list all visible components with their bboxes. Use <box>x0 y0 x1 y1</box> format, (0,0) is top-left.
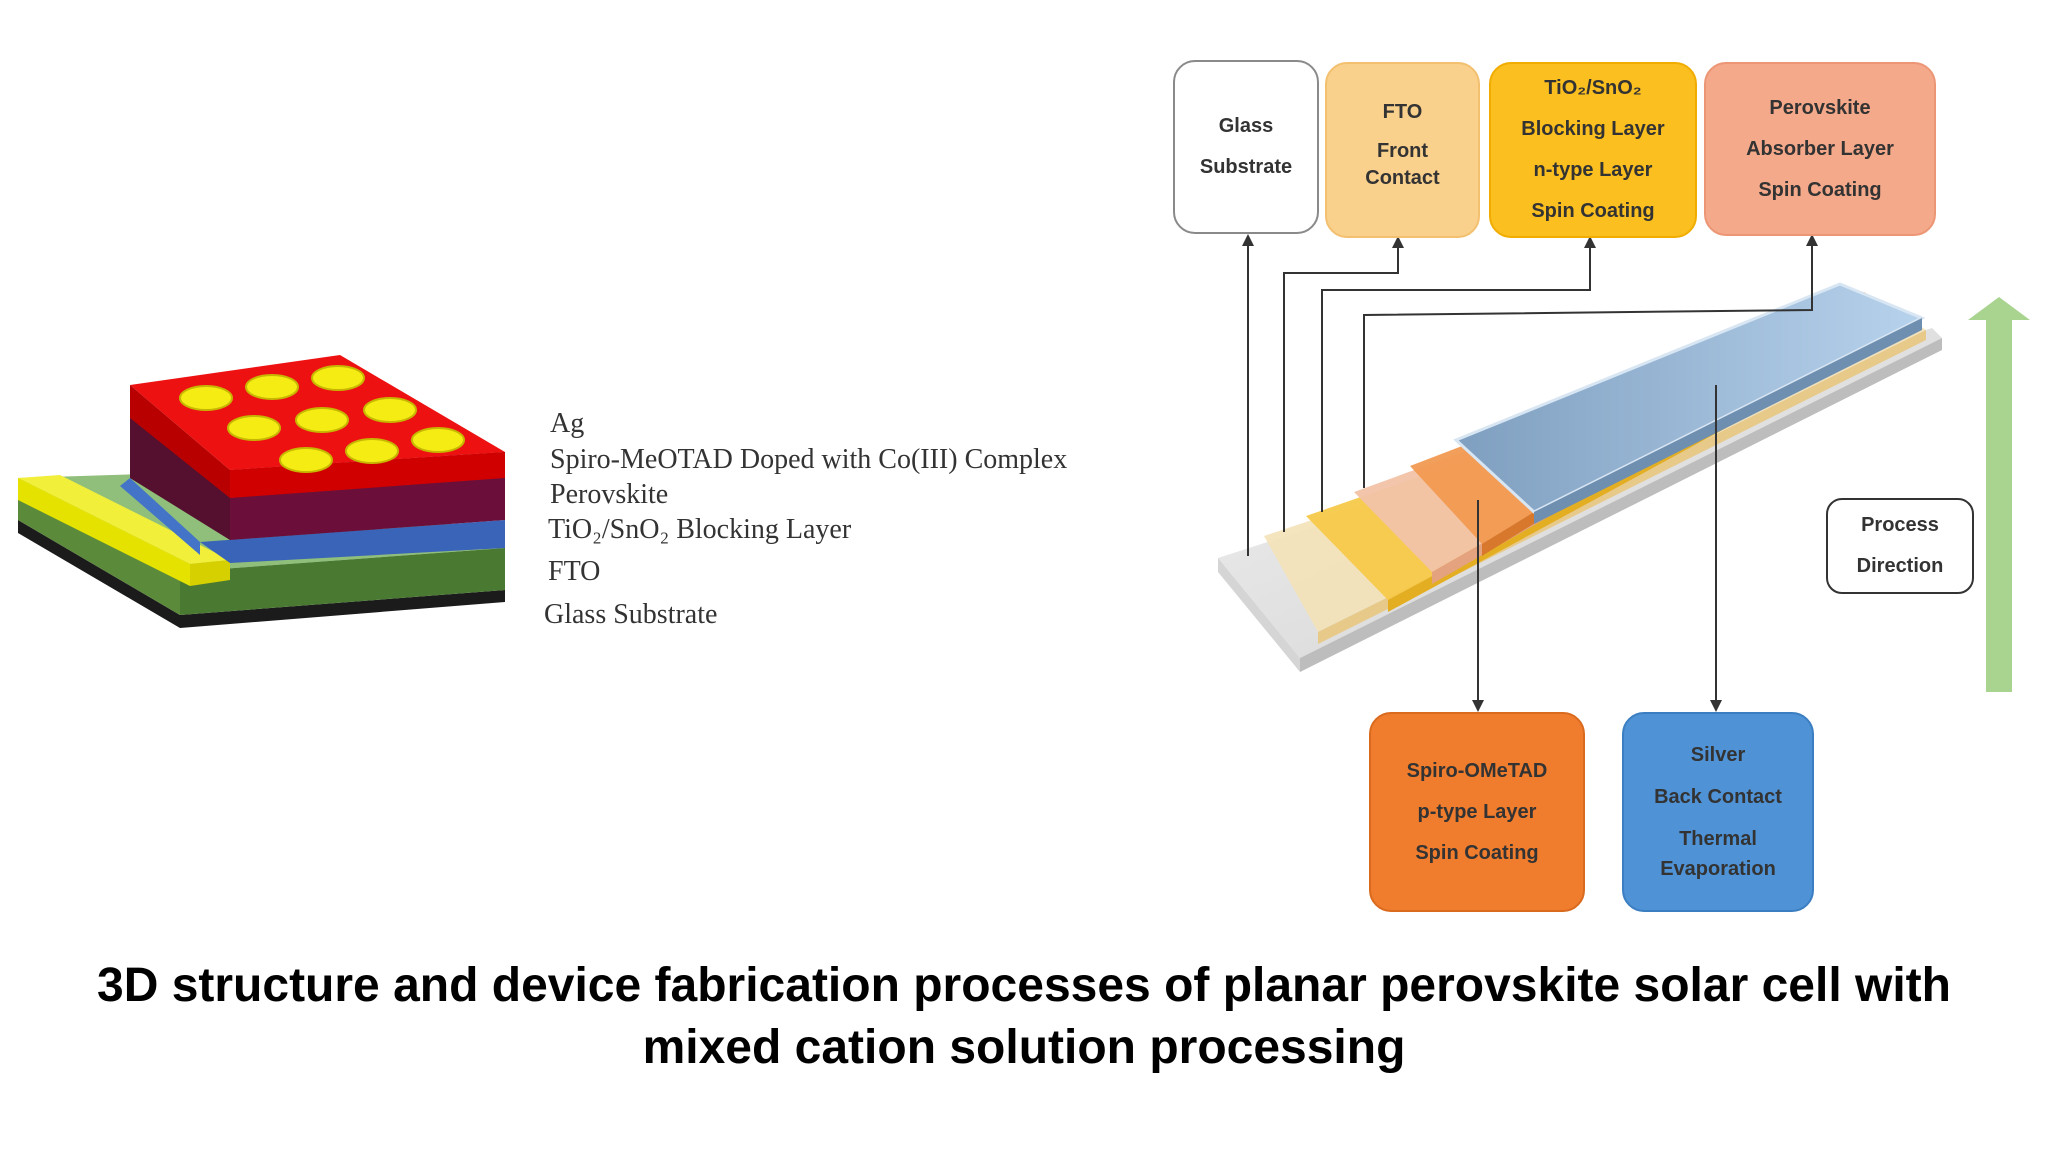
ag-dot <box>311 365 365 391</box>
ag-dot <box>345 438 399 464</box>
spiro-layer-left <box>130 385 230 498</box>
box-spiro-line: Spiro-OMeTAD <box>1406 759 1548 782</box>
caption-line-1: 3D structure and device fabrication proc… <box>97 959 1951 1012</box>
ag-contacts <box>179 365 465 473</box>
box-fto-front-contact: FTO Front Contact <box>1325 62 1480 238</box>
fto-layer-front <box>180 548 505 615</box>
box-perovskite-absorber: Perovskite Absorber Layer Spin Coating <box>1704 62 1936 236</box>
arrowhead-icon <box>1472 700 1484 712</box>
label-perovskite: Perovskite <box>550 479 669 510</box>
blocking-layer-left <box>120 478 200 555</box>
box-direction-line: Direction <box>1856 555 1944 577</box>
perovskite-layer-left <box>130 418 230 540</box>
arrowhead-icon <box>1806 234 1818 246</box>
spiro-layer-front <box>230 452 505 498</box>
ag-dot <box>279 447 333 473</box>
box-silver-line: Evaporation <box>1660 858 1776 880</box>
contact-bar-top <box>18 475 230 564</box>
ag-dot <box>363 397 417 423</box>
stack-glass-left <box>1218 558 1300 672</box>
box-perovskite-line: Spin Coating <box>1758 178 1882 201</box>
box-tio2-line: TiO₂/SnO₂ <box>1544 77 1642 99</box>
ag-dot <box>245 374 299 400</box>
box-glass-line: Glass <box>1218 115 1274 137</box>
label-blocking: TiO₂/SnO₂ Blocking Layer <box>548 514 852 545</box>
connector-perovskite <box>1363 238 1813 488</box>
stack-silver-front <box>1534 318 1922 524</box>
box-silver-line: Silver <box>1690 744 1746 766</box>
arrowhead-icon <box>1584 236 1596 248</box>
box-tio2-line: Blocking Layer <box>1521 118 1665 140</box>
process-layer-stack <box>1218 282 1942 672</box>
label-fto: FTO <box>548 556 601 587</box>
box-fto-line: FTO <box>1382 100 1423 123</box>
box-spiro-line: Spin Coating <box>1415 841 1539 864</box>
stack-glass-front <box>1300 338 1942 672</box>
box-spiro-ometad: Spiro-OMeTAD p-type Layer Spin Coating <box>1369 712 1585 912</box>
connector-tio2 <box>1321 240 1591 512</box>
box-fto-line: Front <box>1376 139 1429 162</box>
ag-dot <box>411 427 465 453</box>
box-spiro-line: p-type Layer <box>1417 800 1537 823</box>
base-layer-front <box>18 520 505 628</box>
figure-caption: 3D structure and device fabrication proc… <box>0 955 2048 1079</box>
contact-bar-left <box>18 478 190 586</box>
box-silver-line: Thermal <box>1679 828 1757 850</box>
box-process-direction: Process Direction <box>1826 498 1974 594</box>
arrowhead-icon <box>1392 236 1404 248</box>
label-spiro: Spiro-MeOTAD Doped with Co(III) Complex <box>550 444 1068 475</box>
connector-arrowheads <box>1242 234 1818 712</box>
box-tio2-line: Spin Coating <box>1531 200 1655 222</box>
connector-fto <box>1283 240 1399 532</box>
ag-dot <box>227 415 281 441</box>
label-ag: Ag <box>550 408 585 439</box>
box-silver-back-contact: Silver Back Contact Thermal Evaporation <box>1622 712 1814 912</box>
process-direction-arrow-icon <box>1968 297 2030 692</box>
box-perovskite-line: Perovskite <box>1769 96 1871 119</box>
label-glass: Glass Substrate <box>544 599 718 630</box>
blocking-layer-front <box>200 520 505 563</box>
device-3d-stack <box>18 355 505 628</box>
box-perovskite-line: Absorber Layer <box>1746 137 1894 160</box>
caption-line-2: mixed cation solution processing <box>642 1021 1406 1074</box>
box-glass-line: Substrate <box>1199 156 1293 178</box>
box-tio2-line: n-type Layer <box>1533 159 1653 181</box>
box-tio2-blocking: TiO₂/SnO₂ Blocking Layer n-type Layer Sp… <box>1489 62 1697 238</box>
arrowhead-icon <box>1242 234 1254 246</box>
arrowhead-icon <box>1710 700 1722 712</box>
ag-dot <box>295 407 349 433</box>
box-fto-line: Contact <box>1365 166 1440 189</box>
box-glass-substrate: Glass Substrate <box>1173 60 1319 234</box>
box-direction-line: Process <box>1861 514 1939 536</box>
stack-silver-top <box>1453 282 1926 514</box>
ag-dot <box>179 385 233 411</box>
contact-bar-front <box>190 560 230 586</box>
connector-lines <box>1247 238 1813 705</box>
box-silver-line: Back Contact <box>1654 786 1782 808</box>
